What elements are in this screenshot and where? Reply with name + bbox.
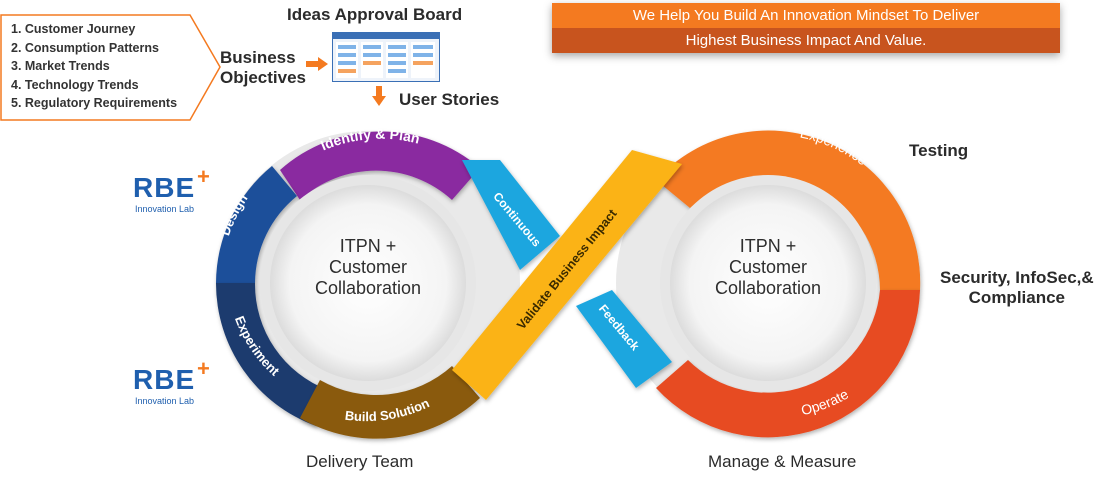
rbe-logo: RBE + Innovation Lab [133,356,223,410]
banner-line-2: Highest Business Impact And Value. [552,28,1060,53]
segment-design [216,166,297,283]
segment-experiment [215,283,328,426]
connector-feedback [576,290,672,388]
rbe-logo-plus: + [197,356,210,381]
mission-banner: We Help You Build An Innovation Mindset … [552,3,1060,53]
objective-item: 1. Customer Journey [11,22,136,36]
segment-identify-plan [280,131,480,200]
testing-label: Testing [909,141,969,160]
objective-item: 4. Technology Trends [11,77,139,92]
banner-line-1: We Help You Build An Innovation Mindset … [552,3,1060,28]
arrow-down-icon [372,86,386,106]
rbe-logo-brand: RBE [133,364,196,395]
segment-build-solution [300,366,480,439]
arrow-right-icon [306,57,328,71]
manage-measure-label: Manage & Measure [708,452,857,471]
right-center-circle [670,185,866,381]
objective-item: 5. Regulatory Requirements [11,96,178,110]
right-center-text: ITPN + Customer Collaboration [714,236,822,298]
security-label: Security, InfoSec,& Compliance [940,268,1094,307]
rbe-logo-plus: + [197,164,210,189]
rbe-logo-subtitle: Innovation Lab [135,396,195,406]
rbe-logo: RBE + Innovation Lab [133,164,223,218]
connector-validate-impact [452,150,682,400]
kanban-board-icon [332,32,440,82]
segment-experience [656,130,921,290]
left-center-circle [270,185,466,381]
ideas-board-title: Ideas Approval Board [287,5,463,24]
connector-continuous [462,160,560,270]
rbe-logo-brand: RBE [133,172,196,203]
objective-item: 2. Consumption Patterns [11,40,159,55]
objectives-list: 1. Customer Journey 2. Consumption Patte… [11,20,177,113]
user-stories-label: User Stories [399,90,500,109]
delivery-team-label: Delivery Team [306,452,414,471]
business-objectives-label: Business Objectives [220,48,306,87]
objectives-box [0,14,221,121]
objective-item: 3. Market Trends [11,59,110,73]
left-center-text: ITPN + Customer Collaboration [314,236,422,298]
rbe-logo-subtitle: Innovation Lab [135,204,195,214]
segment-operate [656,290,920,438]
